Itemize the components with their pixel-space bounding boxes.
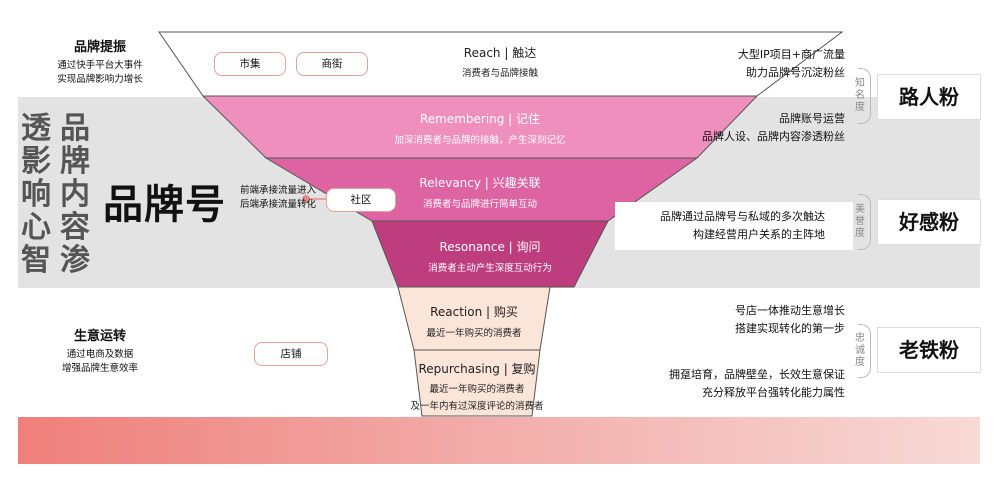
level-title: Reach | 触达 — [463, 46, 537, 60]
level-subtitle: 最近一年购买的消费者 — [429, 384, 525, 395]
right-line: 充分释放平台强转化能力属性 — [702, 386, 845, 399]
right-text-5: 拥趸培育，品牌壁垒，长效生意保证 充分释放平台强转化能力属性 — [640, 366, 845, 402]
metric-char: 度 — [855, 102, 865, 113]
level-title: Relevancy | 兴趣关联 — [419, 176, 541, 190]
vertical-char: 影 — [21, 144, 51, 179]
tier-label-loyal: 老铁粉 — [877, 327, 981, 373]
level-title: Reaction | 购买 — [430, 305, 518, 319]
level-subtitle: 最近一年购买的消费者 — [426, 328, 522, 339]
connector-dot-left — [302, 195, 310, 203]
flow-line1: 前端承接流量进入 — [240, 185, 317, 196]
level-repurchasing-text: Repurchasing | 复购 最近一年购买的消费者 及一年内有过深度评论的… — [387, 360, 567, 412]
vertical-char: 内 — [60, 177, 90, 212]
gradient-bar — [18, 417, 980, 464]
tier-metric-loyalty: 忠 诚 度 — [853, 333, 867, 369]
tier-metric-reputation: 美 誉 度 — [853, 204, 867, 240]
tier-label-passerby: 路人粉 — [877, 74, 981, 120]
metric-char: 度 — [855, 357, 865, 368]
tier-metric-awareness: 知 名 度 — [853, 78, 867, 114]
metric-char: 诚 — [855, 345, 865, 356]
pill-store: 店铺 — [254, 342, 328, 366]
level-title: Resonance | 询问 — [439, 240, 541, 254]
pill-street: 商街 — [296, 52, 368, 76]
right-text-2: 品牌账号运营 品牌人设、品牌内容渗透粉丝 — [660, 110, 845, 146]
metric-char: 知 — [855, 78, 865, 89]
brand-promo-title: 品牌提振 — [73, 40, 126, 55]
level-title: Remembering | 记住 — [419, 112, 541, 126]
level-subtitle: 消费者与品牌接触 — [461, 68, 538, 79]
level-subtitle: 消费者主动产生深度互动行为 — [428, 263, 552, 274]
flow-text: 前端承接流量进入 后端承接流量转化 — [240, 184, 316, 212]
metric-char: 美 — [855, 204, 865, 215]
pill-market: 市集 — [214, 52, 286, 76]
biz-line2: 增强品牌生意效率 — [61, 363, 138, 374]
right-text-3-box: 品牌通过品牌号与私域的多次触达 构建经营用户关系的主阵地 — [615, 202, 853, 250]
brand-promo-line1: 通过快手平台大事件 — [57, 60, 143, 71]
right-line: 构建经营用户关系的主阵地 — [693, 228, 825, 241]
vertical-char: 品 — [60, 111, 90, 146]
brand-account-title: 品牌号 — [103, 182, 226, 228]
metric-char: 忠 — [855, 333, 865, 344]
tier-label-favorable: 好感粉 — [877, 199, 981, 245]
level-title: Repurchasing | 复购 — [418, 362, 536, 376]
level-subtitle: 消费者与品牌进行简单互动 — [422, 199, 537, 210]
level-relevancy-text: Relevancy | 兴趣关联 消费者与品牌进行简单互动 — [340, 174, 620, 210]
level-resonance-text: Resonance | 询问 消费者主动产生深度互动行为 — [380, 238, 600, 274]
pill-community: 社区 — [326, 188, 396, 212]
level-subtitle: 加深消费者与品牌的接触，产生深刻记忆 — [394, 135, 566, 146]
metric-char: 名 — [855, 90, 865, 101]
brand-promo-block: 品牌提振 通过快手平台大事件 实现品牌影响力增长 — [30, 36, 170, 87]
level-reach-text: Reach | 触达 消费者与品牌接触 — [360, 44, 640, 79]
vertical-char: 透 — [21, 111, 51, 146]
biz-block: 生意运转 通过电商及数据 增强品牌生意效率 — [30, 325, 170, 376]
right-line: 品牌人设、品牌内容渗透粉丝 — [702, 130, 845, 143]
vertical-text-col1: 透 影 响 心 智 — [19, 112, 53, 277]
level-reaction-text: Reaction | 购买 最近一年购买的消费者 — [384, 303, 564, 339]
level-subtitle-2: 及一年内有过深度评论的消费者 — [410, 401, 544, 412]
vertical-char: 牌 — [60, 144, 90, 179]
right-line: 助力品牌号沉淀粉丝 — [746, 66, 845, 79]
flow-line2: 后端承接流量转化 — [240, 199, 317, 210]
right-text-4: 号店一体推动生意增长 搭建实现转化的第一步 — [660, 302, 845, 338]
right-text-1: 大型IP项目+商广流量 助力品牌号沉淀粉丝 — [680, 46, 845, 82]
right-line: 号店一体推动生意增长 — [735, 304, 845, 317]
right-line: 大型IP项目+商广流量 — [737, 48, 845, 61]
vertical-text-col2: 品 牌 内 容 渗 — [58, 112, 92, 277]
right-line: 拥趸培育，品牌壁垒，长效生意保证 — [669, 368, 845, 381]
biz-line1: 通过电商及数据 — [66, 349, 134, 360]
biz-title: 生意运转 — [73, 329, 126, 344]
right-line: 搭建实现转化的第一步 — [735, 322, 845, 335]
funnel-level-resonance — [371, 220, 609, 288]
level-remembering-text: Remembering | 记住 加深消费者与品牌的接触，产生深刻记忆 — [330, 110, 630, 146]
vertical-char: 响 — [21, 177, 51, 212]
vertical-char: 智 — [21, 243, 51, 278]
vertical-char: 容 — [60, 210, 90, 245]
metric-char: 度 — [855, 228, 865, 239]
vertical-char: 心 — [21, 210, 51, 245]
vertical-char: 渗 — [60, 243, 90, 278]
brand-promo-line2: 实现品牌影响力增长 — [57, 74, 143, 85]
metric-char: 誉 — [855, 216, 865, 227]
right-line: 品牌通过品牌号与私域的多次触达 — [660, 210, 825, 223]
right-line: 品牌账号运营 — [779, 112, 845, 125]
funnel-level-repurchasing — [413, 349, 541, 417]
